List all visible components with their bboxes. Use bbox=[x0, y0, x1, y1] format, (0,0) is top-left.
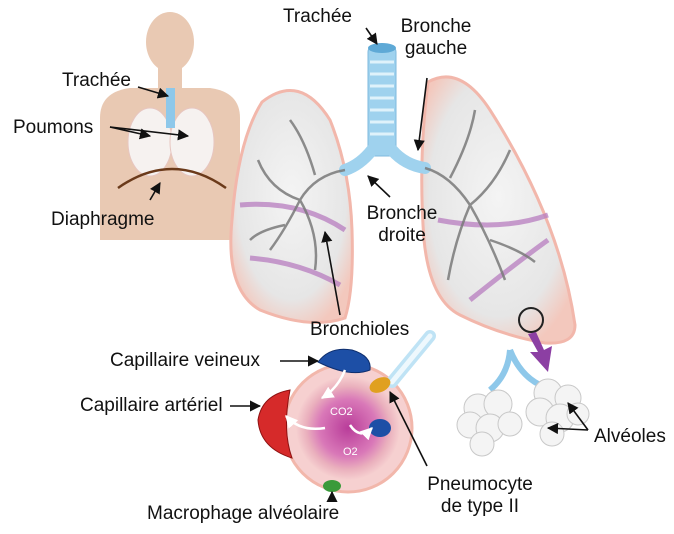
label-bronche-droite-line2: droite bbox=[362, 225, 442, 247]
label-bronche-droite: Bronche droite bbox=[362, 203, 442, 247]
label-macrophage: Macrophage alvéolaire bbox=[147, 503, 339, 525]
label-pneumocyte-line1: Pneumocyte bbox=[420, 474, 540, 496]
label-pneumocyte: Pneumocyte de type II bbox=[420, 474, 540, 518]
label-poumons: Poumons bbox=[13, 117, 93, 139]
label-bronche-gauche-line1: Bronche bbox=[396, 16, 476, 38]
o2-label: O2 bbox=[343, 446, 358, 458]
label-diaphragme: Diaphragme bbox=[51, 209, 155, 231]
label-bronche-droite-line1: Bronche bbox=[362, 203, 442, 225]
co2-label: CO2 bbox=[330, 406, 353, 418]
alveoli-clusters bbox=[457, 350, 589, 456]
label-capillaire-veineux: Capillaire veineux bbox=[110, 350, 260, 372]
label-capillaire-arteriel: Capillaire artériel bbox=[80, 395, 223, 417]
lungs bbox=[231, 43, 575, 343]
label-bronche-gauche-line2: gauche bbox=[396, 38, 476, 60]
label-trachee-small: Trachée bbox=[62, 70, 131, 92]
label-bronchioles: Bronchioles bbox=[310, 319, 409, 341]
label-trachee-main: Trachée bbox=[283, 6, 352, 28]
body-silhouette bbox=[100, 12, 240, 240]
label-alveoles: Alvéoles bbox=[594, 426, 666, 448]
label-pneumocyte-line2: de type II bbox=[420, 496, 540, 518]
label-bronche-gauche: Bronche gauche bbox=[396, 16, 476, 60]
